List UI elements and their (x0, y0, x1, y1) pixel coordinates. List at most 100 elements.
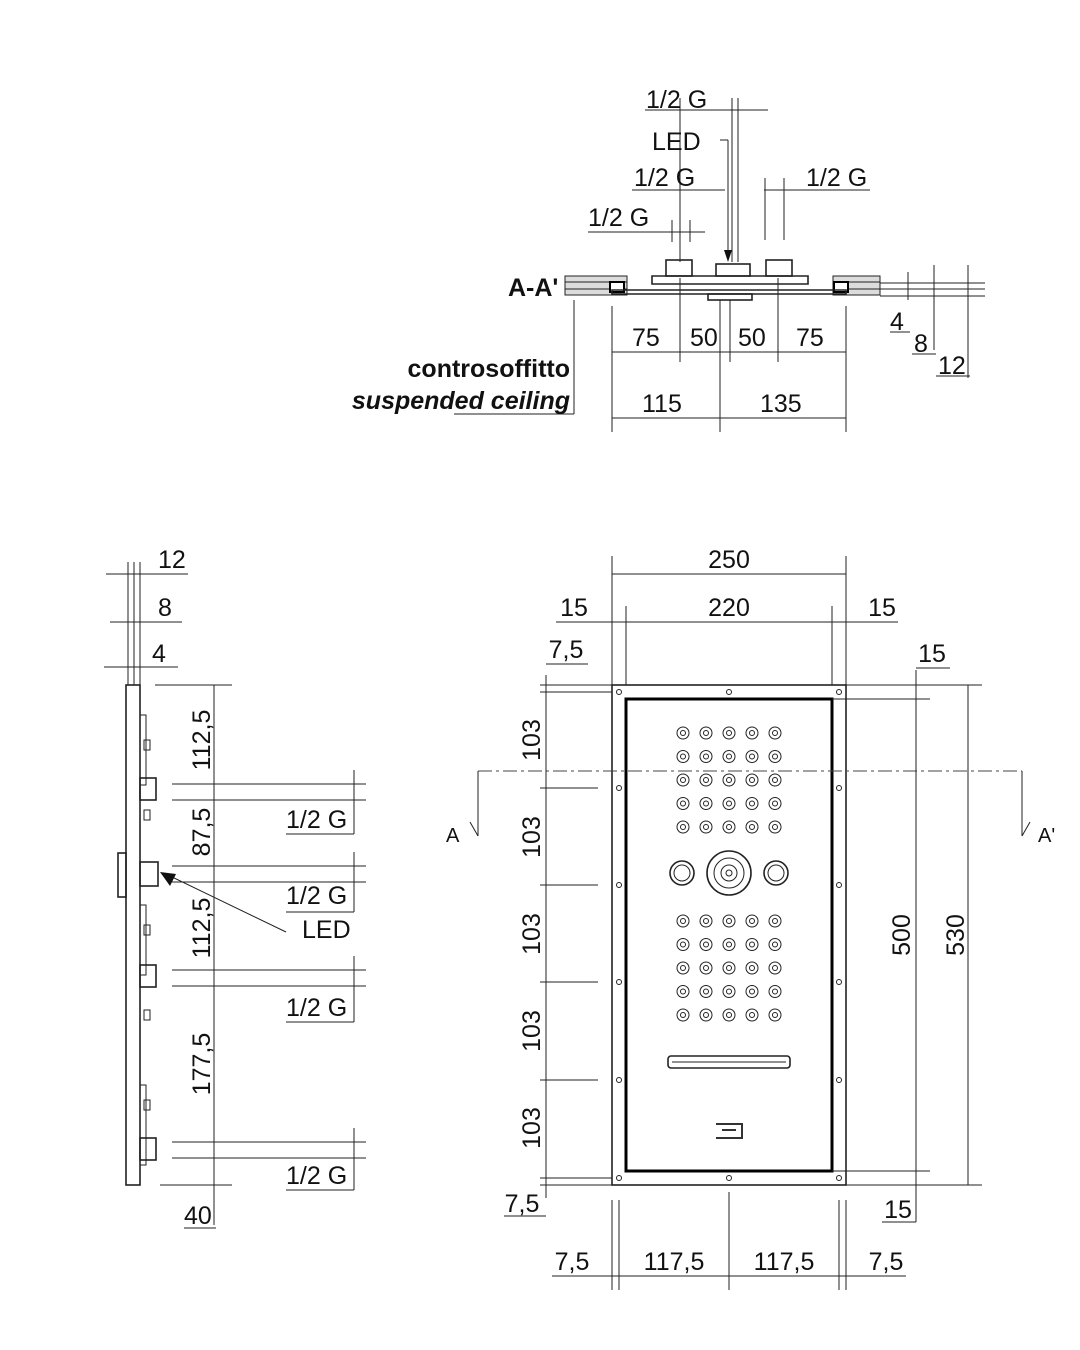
outer-plate (611, 684, 847, 1186)
row-spacing-dim: 103 (518, 913, 546, 955)
brand-logo-icon (716, 1123, 743, 1139)
dimension-label: 75 (796, 324, 824, 352)
side-vertical-dim: 177,5 (188, 1033, 216, 1096)
nozzle-orifice (772, 824, 778, 830)
front-bottom-dim: 7,5 (555, 1248, 590, 1276)
side-connection-label: 1/2 G (286, 806, 347, 834)
nozzle-orifice (703, 824, 709, 830)
nozzle-orifice (703, 918, 709, 924)
row-spacing-dim: 103 (518, 719, 546, 761)
nozzle-orifice (680, 965, 686, 971)
side-top-dim: 4 (152, 640, 166, 668)
nozzle-orifice (680, 988, 686, 995)
nozzle (699, 820, 713, 834)
nozzle-orifice (726, 965, 732, 971)
nozzle-orifice (680, 800, 686, 807)
nozzle (676, 750, 690, 763)
nozzle-orifice (680, 753, 686, 760)
front-height-outer: 530 (942, 914, 970, 956)
side-vertical-dim: 112,5 (188, 710, 216, 771)
nozzle-orifice (772, 988, 778, 995)
nozzle (699, 726, 713, 740)
nozzle-orifice (703, 941, 709, 948)
nozzle-orifice (703, 1012, 709, 1018)
nozzle-orifice (749, 988, 755, 995)
nozzle-orifice (680, 777, 686, 783)
nozzle-orifice (772, 777, 778, 783)
nozzle-orifice (680, 730, 686, 736)
nozzle-orifice (772, 753, 778, 760)
nozzle-orifice (749, 800, 755, 807)
front-height-inner: 500 (888, 914, 916, 956)
nozzle (768, 820, 782, 834)
connection-label: 1/2 G (634, 164, 695, 192)
screw-holes (616, 689, 842, 1181)
center-led-nozzle (706, 850, 752, 896)
nozzle (699, 985, 713, 998)
section-marker-a-prime: A' (1038, 825, 1055, 847)
nozzle (745, 961, 759, 975)
front-width-outer: 250 (708, 546, 750, 574)
nozzle-orifice (726, 988, 732, 995)
row-spacing-dim: 103 (518, 1010, 546, 1052)
nozzle (745, 985, 759, 998)
nozzle-grid-bottom (676, 914, 782, 1022)
section-view: A-A' 1/2 G (352, 86, 985, 432)
nozzle (722, 938, 736, 951)
nozzle (676, 820, 690, 834)
ceiling-label-it: controsoffitto (408, 355, 570, 383)
nozzle-orifice (772, 941, 778, 948)
nozzle-orifice (749, 730, 755, 736)
dimension-label: 50 (690, 324, 718, 352)
nozzle (676, 726, 690, 740)
nozzle (676, 797, 690, 810)
front-right-top-margin: 15 (918, 640, 946, 668)
nozzle (722, 1008, 736, 1022)
nozzle (699, 1008, 713, 1022)
ceiling-label-en: suspended ceiling (352, 387, 570, 415)
nozzle-orifice (772, 1012, 778, 1018)
front-bottom-margin: 7,5 (505, 1190, 540, 1218)
nozzle (722, 773, 736, 787)
nozzle (699, 797, 713, 810)
connection-label: 1/2 G (806, 164, 867, 192)
side-plate (125, 684, 141, 1186)
nozzle-orifice (726, 777, 732, 783)
nozzle-orifice (749, 1012, 755, 1018)
dimension-label: 135 (760, 390, 802, 418)
nozzle-orifice (726, 730, 732, 736)
nozzle (768, 985, 782, 998)
nozzle-orifice (726, 941, 732, 948)
side-nozzle-left (669, 860, 695, 886)
nozzle (768, 961, 782, 975)
waterfall-slot (667, 1055, 791, 1069)
nozzle (768, 750, 782, 763)
shower-plate-profile (611, 289, 847, 295)
section-title: A-A' (508, 274, 558, 302)
nozzle (676, 985, 690, 998)
nozzle-grid-top (676, 726, 782, 834)
led-label: LED (652, 128, 701, 156)
thickness-dim: 8 (914, 330, 928, 358)
side-view: 12 8 4 (104, 546, 366, 1230)
nozzle (745, 773, 759, 787)
nozzle (722, 985, 736, 998)
dimension-label: 115 (642, 390, 682, 418)
nozzle (768, 1008, 782, 1022)
side-led-label: LED (302, 916, 351, 944)
nozzle-orifice (726, 918, 732, 924)
row-spacing-dim: 103 (518, 1107, 546, 1149)
nozzle-orifice (703, 965, 709, 971)
nozzle (676, 914, 690, 928)
nozzle (699, 773, 713, 787)
nozzle (745, 914, 759, 928)
side-connection-label: 1/2 G (286, 882, 347, 910)
nozzle-orifice (772, 730, 778, 736)
nozzle-orifice (680, 1012, 686, 1018)
front-view: 250 220 15 15 (446, 546, 1055, 1290)
nozzle-orifice (703, 988, 709, 995)
thickness-dim: 12 (938, 352, 966, 380)
front-right-bottom-margin: 15 (884, 1196, 912, 1224)
nozzle (768, 938, 782, 951)
